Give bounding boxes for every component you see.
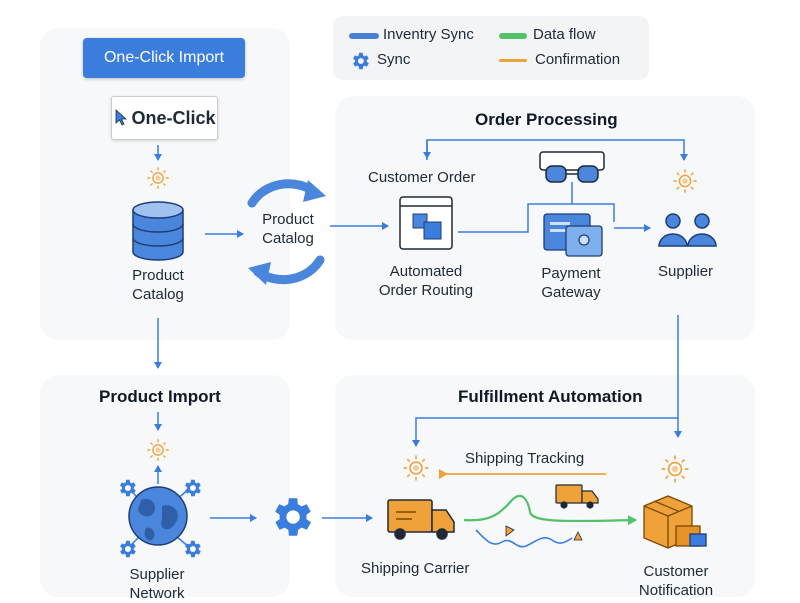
customer-order-label: Customer Order (368, 169, 476, 186)
cursor-icon (116, 109, 128, 126)
routing-label: Automated Order Routing (378, 263, 474, 299)
one-click-import-button[interactable]: One-Click Import (83, 38, 245, 78)
inventory-sync-line (475, 529, 573, 548)
payment-gateway-icon (543, 213, 603, 257)
import-sun-icon (146, 438, 170, 462)
sync-cycle-label: Product Catalog (262, 211, 314, 247)
product-catalog-label: Product Catalog (132, 267, 184, 303)
gear-icon (185, 479, 201, 497)
legend-confirmation-swatch (499, 59, 527, 62)
supplier-users-icon (658, 213, 717, 247)
legend-sync-label: Sync (377, 51, 411, 68)
product-import-panel-bg (40, 375, 290, 597)
process-gear-icon (275, 498, 311, 536)
carrier-sun-icon (402, 454, 430, 482)
package-boxes-icon (643, 495, 707, 549)
arrow-to-carrier (412, 417, 678, 447)
data-flow-line (463, 494, 637, 526)
globe-network-icon (127, 486, 191, 549)
payment-gateway-label: Payment Gateway (541, 265, 601, 301)
shipping-carrier-label: Shipping Carrier (361, 560, 470, 577)
vr-headset-icon (539, 151, 605, 183)
fulfillment-panel-bg (335, 375, 755, 597)
gear-icon (185, 540, 201, 558)
supplier-sun-icon (672, 168, 698, 194)
database-icon (132, 201, 184, 261)
one-click-card[interactable]: One-Click (111, 96, 218, 140)
one-click-card-text: One-Click (131, 107, 216, 128)
supplier-label: Supplier (658, 263, 714, 280)
order-processing-title: Order Processing (475, 110, 618, 129)
tracking-pins-icon (505, 525, 583, 541)
sync-cycle-icon (247, 179, 326, 285)
product-import-title: Product Import (99, 387, 221, 406)
legend-confirmation-label: Confirmation (535, 51, 621, 68)
routing-branch-lines (458, 203, 615, 233)
shipping-tracking-label: Shipping Tracking (465, 450, 585, 467)
shipping-truck-icon (387, 499, 455, 540)
small-truck-icon (555, 484, 599, 509)
customer-notification-label: Customer Notification (638, 563, 714, 599)
order-routing-icon (399, 196, 453, 250)
legend-data-flow-swatch (499, 33, 527, 39)
legend: Inventry Sync Data flow Sync Confirmatio… (333, 16, 649, 80)
legend-inventory-sync-swatch (349, 33, 379, 39)
gear-icon (353, 52, 369, 70)
import-panel-bg (40, 28, 290, 340)
sync-sun-icon (146, 166, 170, 190)
legend-data-flow-label: Data flow (533, 26, 596, 43)
fulfillment-title: Fulfillment Automation (458, 387, 643, 406)
notification-sun-icon (660, 454, 690, 484)
supplier-network-label: Supplier Network (129, 566, 185, 602)
legend-inventory-sync-label: Inventry Sync (383, 26, 474, 43)
